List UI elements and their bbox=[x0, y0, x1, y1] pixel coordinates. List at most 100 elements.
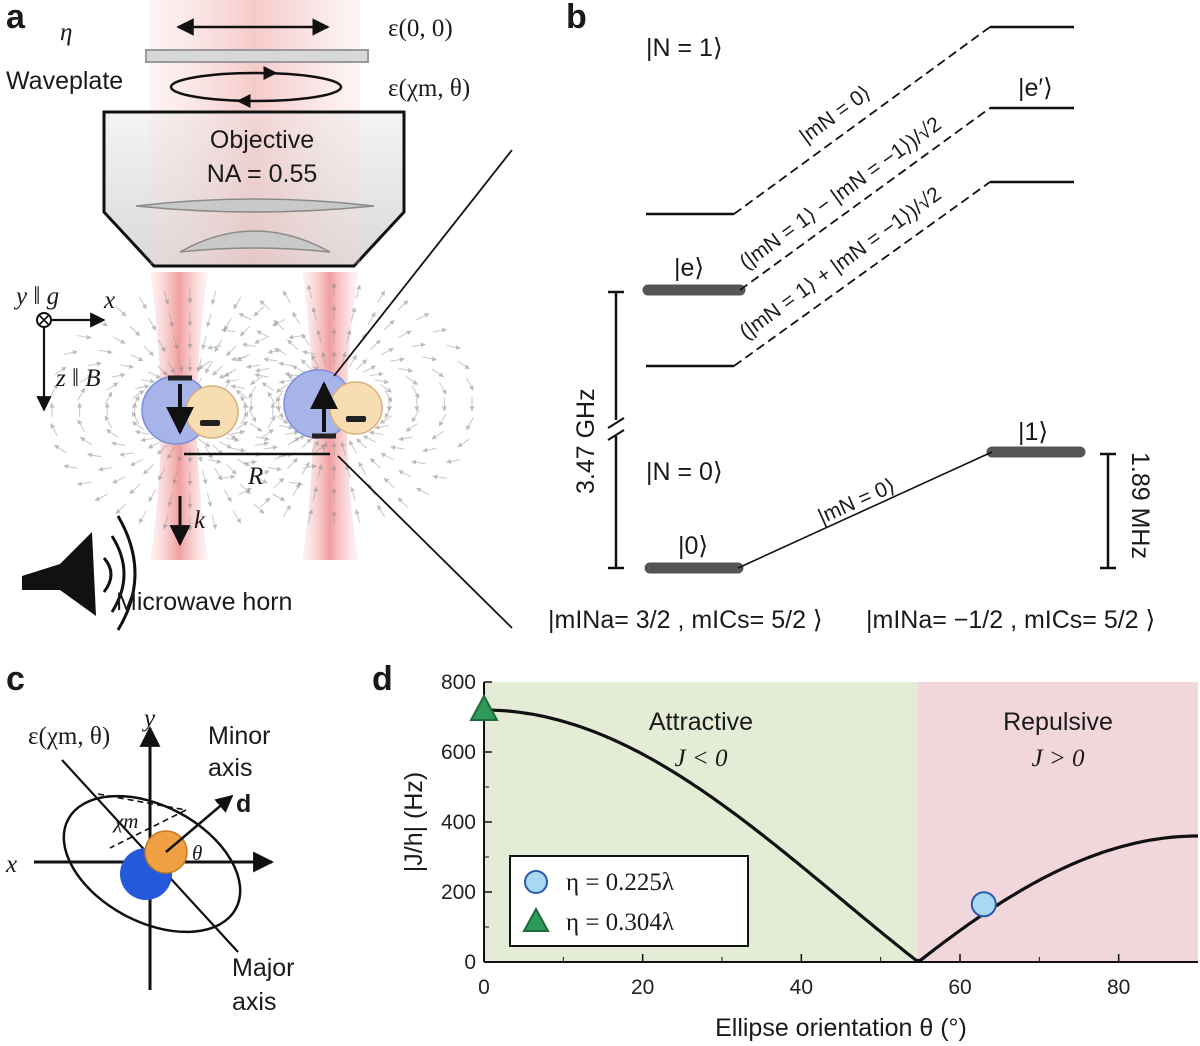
field-line bbox=[363, 365, 377, 373]
connector-top bbox=[733, 26, 991, 215]
field-line bbox=[398, 470, 412, 478]
chi-label: χm bbox=[112, 809, 138, 833]
field-line bbox=[198, 438, 211, 448]
legend-marker-circle bbox=[524, 870, 548, 894]
y-tick-label: 800 bbox=[441, 671, 476, 694]
field-line bbox=[292, 483, 301, 496]
field-line bbox=[233, 510, 242, 524]
field-line bbox=[282, 290, 291, 304]
field-line bbox=[397, 497, 409, 508]
field-line bbox=[422, 447, 437, 453]
c-y-label: y bbox=[141, 705, 156, 732]
field-line bbox=[341, 351, 347, 366]
field-line bbox=[354, 509, 361, 524]
field-line bbox=[105, 429, 119, 438]
field-line bbox=[225, 437, 240, 443]
panel-b: b |N = 1⟩ |N = 0⟩ |e⟩ |e′⟩ |mN = 0⟩ (|mN… bbox=[548, 0, 1155, 634]
wave-arc-3 bbox=[116, 515, 137, 631]
field-line bbox=[129, 483, 141, 495]
field-line bbox=[230, 429, 246, 435]
field-line bbox=[239, 325, 251, 337]
elliptical-polarization-icon bbox=[169, 71, 343, 103]
x-tick-label: 60 bbox=[948, 976, 971, 999]
major-label-1: Major bbox=[232, 954, 295, 982]
field-line bbox=[235, 390, 248, 399]
field-line bbox=[263, 445, 278, 451]
zoom-line-top bbox=[333, 149, 513, 377]
y-tick-label: 0 bbox=[464, 951, 476, 974]
field-line bbox=[301, 461, 310, 475]
field-line bbox=[233, 296, 242, 310]
field-line bbox=[238, 487, 252, 495]
eta-label: η bbox=[60, 19, 72, 46]
y-axis-label: y ǁ g bbox=[13, 283, 59, 310]
field-line bbox=[206, 492, 213, 508]
field-line bbox=[168, 313, 174, 328]
d-arrow bbox=[165, 794, 234, 853]
molecule-left-cs bbox=[185, 385, 239, 439]
k-label: k bbox=[194, 507, 206, 534]
field-line bbox=[457, 438, 470, 448]
field-line bbox=[119, 451, 134, 457]
field-line bbox=[379, 415, 392, 424]
field-line bbox=[140, 437, 155, 443]
field-line bbox=[254, 336, 268, 344]
field-line bbox=[411, 342, 426, 348]
polarization-ellipse bbox=[62, 794, 242, 934]
field-line bbox=[212, 365, 223, 376]
field-line bbox=[273, 319, 285, 331]
field-line bbox=[278, 361, 293, 367]
field-line bbox=[112, 476, 126, 484]
field-line bbox=[380, 347, 394, 356]
field-line bbox=[292, 435, 306, 443]
field-line bbox=[224, 368, 237, 378]
x-tick-label: 40 bbox=[790, 976, 813, 999]
field-line bbox=[254, 441, 270, 447]
field-line bbox=[106, 382, 119, 391]
field-line bbox=[317, 464, 323, 479]
field-line bbox=[276, 415, 289, 424]
field-line bbox=[267, 391, 276, 405]
y-axis-title: |J/h| (Hz) bbox=[400, 772, 428, 873]
field-line bbox=[206, 313, 212, 328]
field-line bbox=[178, 358, 184, 373]
x-tick-label: 80 bbox=[1107, 976, 1130, 999]
theta-label: θ bbox=[192, 841, 202, 865]
field-line bbox=[50, 423, 58, 437]
field-line bbox=[214, 467, 223, 481]
lens-1 bbox=[135, 198, 375, 213]
panel-d-letter: d bbox=[372, 660, 393, 698]
field-line bbox=[98, 466, 113, 472]
field-line bbox=[340, 441, 346, 456]
field-line bbox=[311, 440, 320, 454]
field-line bbox=[223, 489, 232, 503]
region-label-0: Attractive bbox=[649, 708, 753, 736]
field-line bbox=[54, 366, 67, 376]
field-line bbox=[287, 458, 299, 469]
field-line bbox=[87, 452, 102, 458]
x-tick-label: 0 bbox=[478, 976, 490, 999]
field-line bbox=[302, 464, 317, 469]
field-line bbox=[230, 384, 245, 390]
field-line bbox=[248, 409, 257, 423]
field-line bbox=[240, 395, 249, 409]
field-line bbox=[131, 411, 140, 425]
field-line bbox=[348, 440, 357, 454]
na-label: NA = 0.55 bbox=[207, 160, 318, 188]
field-line bbox=[115, 306, 127, 317]
e-label: |e⟩ bbox=[674, 254, 704, 282]
field-line bbox=[384, 405, 393, 419]
region-sublabel-1: J > 0 bbox=[1031, 745, 1084, 772]
field-line bbox=[246, 363, 261, 369]
field-line bbox=[379, 384, 393, 393]
field-line bbox=[275, 389, 284, 403]
field-line bbox=[259, 497, 271, 508]
field-line bbox=[272, 493, 286, 501]
wave-arc-2 bbox=[110, 535, 126, 613]
field-line bbox=[235, 421, 249, 430]
field-line bbox=[231, 447, 246, 453]
panel-c: c ε(χm, θ) y x Minor axis Major axis d χ… bbox=[5, 660, 295, 1016]
field-line bbox=[80, 374, 93, 384]
field-line bbox=[143, 345, 155, 356]
